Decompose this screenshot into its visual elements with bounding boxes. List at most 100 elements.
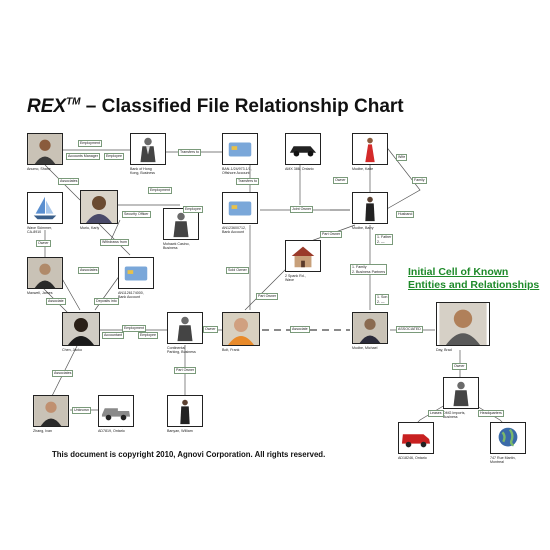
- man-dark-suit-icon: [168, 396, 202, 426]
- caption-bank-kong: Bank of Hong Kong, Business: [130, 167, 155, 176]
- node-bolt[interactable]: [222, 312, 260, 346]
- node-globe[interactable]: [490, 422, 526, 454]
- node-mohawk[interactable]: [163, 208, 199, 240]
- car-icon: [286, 134, 320, 164]
- edge-label-employee-3: Employee: [138, 332, 158, 339]
- node-bank-acct2[interactable]: [118, 257, 154, 289]
- node-vessel[interactable]: [27, 192, 63, 224]
- edge-label-part-owner-2: Part Owner: [256, 293, 279, 300]
- chart-title: REXTM – Classified File Relationship Cha…: [27, 96, 404, 118]
- caption-vessel: Wave Skimmer, CA-8910: [27, 226, 53, 235]
- edge-label-associates-1: Associates: [58, 178, 80, 185]
- caption-bolt: Bolt, Frank: [222, 348, 240, 352]
- credit-card-icon: [223, 134, 257, 164]
- red-van-icon: [399, 423, 433, 453]
- caption-amx: AMX 386, Ontario: [285, 167, 314, 171]
- node-van[interactable]: [398, 422, 434, 454]
- edge-label-unknown: Unknown: [72, 407, 91, 414]
- node-maxwell[interactable]: [27, 257, 63, 289]
- edge-label-associate-1: Associate: [46, 298, 66, 305]
- edge-label-transfers-to-1: Transfers to: [178, 149, 202, 156]
- suited-person-icon: [444, 378, 478, 408]
- initial-cell-line2: Entities and Relationships: [408, 279, 540, 291]
- suited-person-icon: [168, 313, 202, 343]
- edge-label-transfers-to-2: Transfers to: [236, 178, 260, 185]
- node-banyan[interactable]: [167, 395, 203, 427]
- edge-label-joint-owner: Joint Owner: [290, 206, 314, 213]
- caption-anumo: Anumo, Shane: [27, 167, 51, 171]
- edge-label-associate-2: Associate: [290, 326, 310, 333]
- edge-label-part-owner-1: Part Owner: [320, 231, 343, 238]
- credit-card-icon: [119, 258, 153, 288]
- person-photo-icon: [34, 396, 68, 426]
- edge-label-owner-dmg: Owner: [452, 363, 467, 370]
- caption-maxwell: Maxwell, James: [27, 291, 53, 295]
- person-photo-icon: [28, 258, 62, 288]
- edge-label-leases: Leases: [428, 410, 444, 417]
- pickup-truck-icon: [99, 396, 133, 426]
- person-photo-icon: [353, 313, 387, 343]
- caption-zhang: Zhang, Ivan: [33, 429, 52, 433]
- edge-label-employment-3: Employment: [122, 325, 146, 332]
- node-mudbe-katie[interactable]: [352, 133, 388, 165]
- edge-label-deposits-into: Deposits into: [94, 298, 119, 305]
- node-amx[interactable]: [285, 133, 321, 165]
- caption-globe: 747 Rue Martin, Montreal: [490, 456, 516, 465]
- edge-label-sold-owner: Sold Owner: [226, 267, 249, 274]
- edge-label-part-owner-3: Part Owner: [174, 367, 197, 374]
- edge-label-employee: Employee: [104, 153, 124, 160]
- title-text: – Classified File Relationship Chart: [80, 96, 404, 117]
- node-bank-acct1[interactable]: [222, 192, 258, 224]
- node-mudbe-michael[interactable]: [352, 312, 388, 344]
- caption-bank-acct2: AN1126174000, Bank Account: [118, 291, 144, 300]
- edge-label-family-1: Family: [412, 177, 427, 184]
- caption-muriu: Muriu, Karly: [80, 226, 100, 230]
- node-bank-kong[interactable]: [130, 133, 166, 165]
- edge-label-accounts-manager: Accounts Manager: [66, 153, 100, 160]
- title-brand: REX: [27, 96, 67, 117]
- caption-van: AD18246, Ontario: [398, 456, 427, 460]
- node-truck[interactable]: [98, 395, 134, 427]
- node-spank[interactable]: [285, 240, 321, 272]
- node-dmg[interactable]: [443, 377, 479, 409]
- title-trademark: TM: [66, 96, 81, 108]
- edge-label-accountant: Accountant: [102, 332, 124, 339]
- edge-label-employment-2: Employment: [148, 187, 172, 194]
- caption-bank-acct1: AN123600712, Bank Account: [222, 226, 246, 235]
- node-mudbe-barry[interactable]: [352, 192, 388, 224]
- node-bank-offshore[interactable]: [222, 133, 258, 165]
- initial-cell-line1: Initial Cell of Known: [408, 266, 509, 278]
- edge-label-father: 1. Father 2. —: [375, 234, 394, 246]
- credit-card-icon: [223, 193, 257, 223]
- caption-continental: Continental Parking, Business: [167, 346, 196, 355]
- caption-bank-offshore: BAN-1/24/973.1/1, Offshore Account: [222, 167, 252, 176]
- caption-banyan: Banyan, William: [167, 429, 193, 433]
- person-photo-icon: [28, 134, 62, 164]
- node-anumo[interactable]: [27, 133, 63, 165]
- caption-mudbe-michael: Mudbe, Michael: [352, 346, 378, 350]
- node-continental[interactable]: [167, 312, 203, 344]
- node-muriu[interactable]: [80, 190, 118, 224]
- edge-label-associates-3: Associates: [52, 370, 74, 377]
- person-photo-icon: [81, 191, 117, 223]
- edge-label-associates-2: Associates: [78, 267, 100, 274]
- globe-icon: [491, 423, 525, 453]
- caption-truck: AD7819, Ontario: [98, 429, 125, 433]
- suited-person-icon: [131, 134, 165, 164]
- copyright-notice: This document is copyright 2010, Agnovi …: [52, 450, 326, 459]
- caption-mohawk: Mohawk Casino, Business: [163, 242, 190, 251]
- woman-red-dress-icon: [353, 134, 387, 164]
- node-chen[interactable]: [62, 312, 100, 346]
- node-zhang[interactable]: [33, 395, 69, 427]
- edge-label-withdraws-from: Withdraws from: [100, 239, 129, 246]
- suited-person-icon: [164, 209, 198, 239]
- edge-label-owner-cont: Owner: [203, 326, 218, 333]
- node-day[interactable]: [436, 302, 490, 346]
- edge-label-husband: Husband: [396, 211, 415, 218]
- edge-label-employee-2: Employee: [183, 206, 203, 213]
- caption-mudbe-katie: Mudbe, Katie: [352, 167, 374, 171]
- edge-label-security-officer: Security Officer: [122, 211, 151, 218]
- edge-label-family-2: 1. Family 2. Business Partners: [350, 264, 388, 276]
- edge-label-associated: ASSOCIATED: [396, 326, 423, 333]
- house-icon: [286, 241, 320, 271]
